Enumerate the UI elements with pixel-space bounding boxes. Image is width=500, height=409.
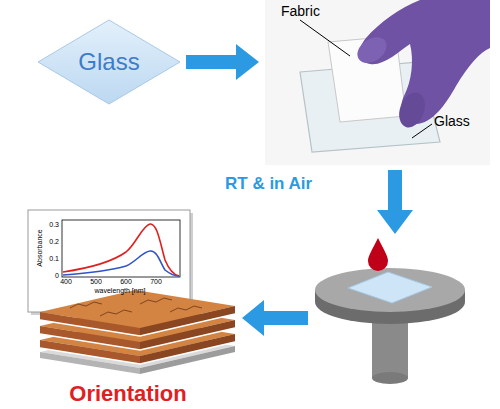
part-label: Fabric <box>281 4 320 19</box>
molecule-chains <box>70 298 202 316</box>
axis-tick: 0.2 <box>49 238 59 246</box>
spin-platform <box>315 268 465 312</box>
photo-background <box>265 0 490 165</box>
axis-tick: 600 <box>120 278 132 286</box>
result-caption: Orientation <box>69 382 186 406</box>
leader-line <box>300 20 350 56</box>
axis-tick: 700 <box>150 278 162 286</box>
solution-drop <box>368 238 388 271</box>
film-layer <box>140 306 235 336</box>
axis-tick: 400 <box>60 278 72 286</box>
axis-title: Absorbance <box>36 229 44 266</box>
axis-title: wavelength [nm] <box>95 287 146 295</box>
part-label: Glass <box>434 114 470 129</box>
flow-arrow <box>242 300 308 336</box>
spectrum-curve <box>63 251 179 276</box>
flow-arrow <box>186 44 259 80</box>
spectrum-curve <box>63 224 179 276</box>
chart-axes <box>62 220 180 277</box>
node-label: Glass <box>78 48 139 76</box>
diamond-shape <box>38 20 180 104</box>
axis-tick: 500 <box>90 278 102 286</box>
axis-tick: 0.3 <box>49 221 59 229</box>
spin-shaft <box>372 372 408 384</box>
glove-finger <box>353 32 392 68</box>
axis-tick: 0 <box>55 272 59 280</box>
glove-thumb <box>395 89 430 131</box>
decision-diamond: Glass <box>38 20 180 104</box>
layer-separator <box>40 314 235 336</box>
glass-substrate <box>348 272 432 303</box>
film-layer <box>40 312 140 336</box>
flow-arrow <box>377 170 413 234</box>
axis-tick: 0.1 <box>49 255 59 263</box>
leader-line <box>412 124 432 138</box>
condition-note: RT & in Air <box>225 175 312 194</box>
